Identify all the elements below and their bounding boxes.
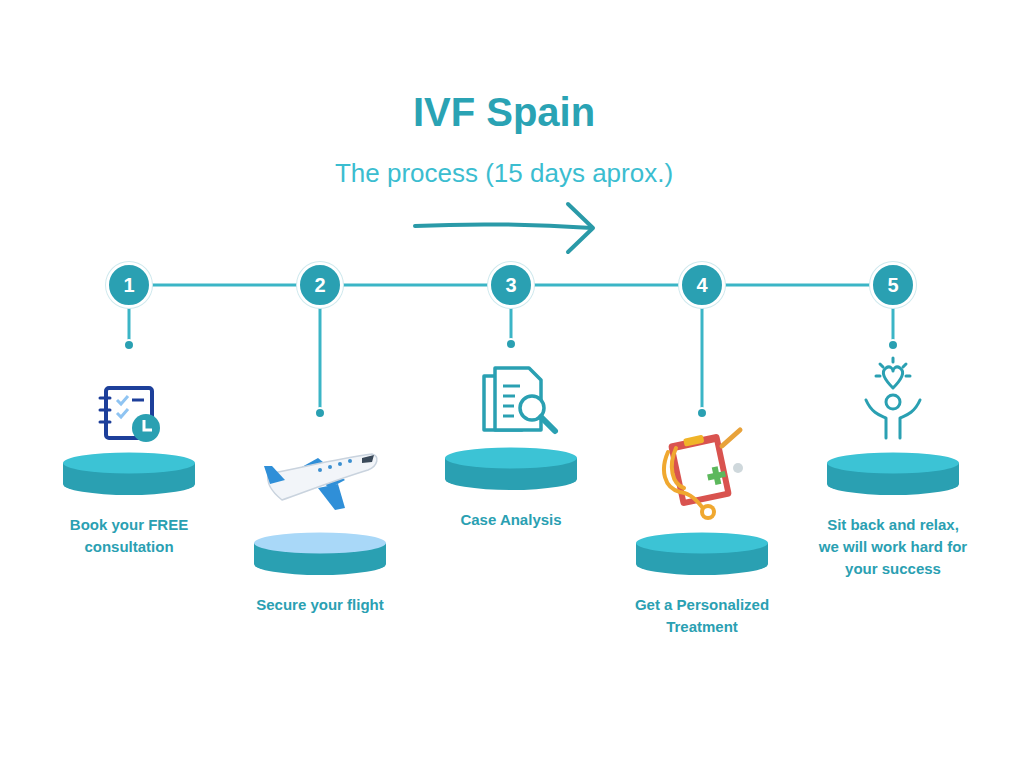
timeline-connector [725, 284, 870, 287]
clipboard-stethoscope-icon [664, 430, 743, 520]
step-platform: Secure your flight [240, 532, 400, 660]
step-platform: Book your FREE consultation [49, 452, 209, 580]
platform-disc [635, 532, 769, 576]
step-platform: Get a Personalized Treatment [622, 532, 782, 660]
notebook-icon [100, 388, 160, 442]
platform-disc [253, 532, 387, 576]
timeline-connector [534, 284, 679, 287]
document-magnifier-icon [484, 368, 555, 431]
arrow-head [568, 204, 593, 252]
step-number-circle: 3 [488, 262, 534, 308]
step-platform: Case Analysis [431, 447, 591, 575]
step-caption: Get a Personalized Treatment [622, 594, 782, 638]
step-caption: Sit back and relax, we will work hard fo… [818, 514, 968, 580]
wellbeing-icon [866, 358, 920, 438]
subtitle-label: The process (15 days aprox.) [254, 158, 754, 189]
diagram-title: IVF Spain [304, 90, 704, 135]
step-number: 5 [887, 274, 898, 297]
step-number: 1 [123, 274, 134, 297]
step-platform: Sit back and relax, we will work hard fo… [818, 452, 968, 580]
platform-disc [826, 452, 960, 496]
step-number-circle: 5 [870, 262, 916, 308]
step-number-circle: 2 [297, 262, 343, 308]
direction-arrow [415, 224, 592, 228]
step-number: 4 [696, 274, 707, 297]
platform-disc [444, 447, 578, 491]
step-caption: Secure your flight [240, 594, 400, 616]
platform-disc [62, 452, 196, 496]
step-caption: Book your FREE consultation [49, 514, 209, 558]
step-number: 3 [505, 274, 516, 297]
timeline-connector [152, 284, 297, 287]
step-number-circle: 1 [106, 262, 152, 308]
step-number-circle: 4 [679, 262, 725, 308]
step-number: 2 [314, 274, 325, 297]
step-caption: Case Analysis [431, 509, 591, 531]
timeline-connector [343, 284, 488, 287]
plane-icon [264, 454, 377, 510]
